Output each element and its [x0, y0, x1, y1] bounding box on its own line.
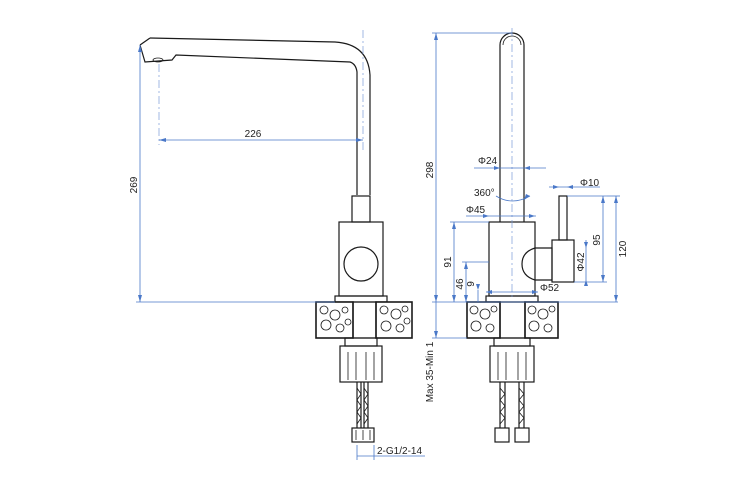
dim-9-label: 9 [466, 281, 477, 287]
connection-label: 2-G1/2-14 [377, 446, 422, 457]
shank [352, 301, 377, 339]
dim-phi24-label: Φ24 [478, 156, 498, 167]
counter-thickness-label: Max 35-Min 1 [425, 341, 436, 402]
front-stone-texture [469, 305, 556, 333]
front-shank [499, 301, 526, 339]
spout-tip [139, 37, 151, 46]
dim-phi42-label: Φ42 [576, 252, 587, 272]
side-view: 226 269 2-G1/2-14 [129, 30, 425, 460]
dim-91-label: 91 [443, 256, 454, 268]
dim-phi52-label: Φ52 [540, 283, 560, 294]
nut-grooves [347, 352, 375, 380]
dim-95-label: 95 [592, 234, 603, 246]
front-connector-right [514, 427, 530, 443]
dim-phi45-label: Φ45 [466, 205, 486, 216]
front-fixing-nut [489, 345, 535, 383]
aerator-icon [152, 57, 164, 63]
handle-knob [343, 246, 379, 282]
front-fixing-plate [493, 337, 531, 347]
spout-outline [139, 37, 371, 195]
supply-hoses [356, 382, 369, 428]
dim-phi10-label: Φ10 [580, 178, 600, 189]
front-countertop-right [524, 301, 559, 339]
countertop-right [375, 301, 413, 339]
front-view: 298 Max 35-Min 1 Φ24 360° Φ10 Φ45 91 [425, 28, 629, 443]
hose-braid [356, 387, 369, 425]
faucet-body [338, 221, 384, 297]
dim-46-label: 46 [455, 278, 466, 290]
front-connector-left [494, 427, 510, 443]
dim-226-label: 226 [245, 129, 262, 140]
fixing-plate [344, 337, 378, 347]
dim-120-label: 120 [618, 240, 629, 257]
front-countertop-left [466, 301, 501, 339]
lever-base [551, 239, 575, 283]
front-hoses [499, 382, 525, 428]
handle-column [351, 195, 371, 223]
lever-stem [558, 195, 568, 241]
hose-connector [351, 427, 375, 443]
stone-texture [319, 305, 411, 333]
rotation-label: 360° [474, 188, 495, 199]
dim-269-label: 269 [129, 176, 140, 193]
fixing-nut [339, 345, 383, 383]
dim-298-label: 298 [425, 161, 436, 178]
body-base [334, 295, 388, 303]
lever-handle [521, 247, 553, 281]
